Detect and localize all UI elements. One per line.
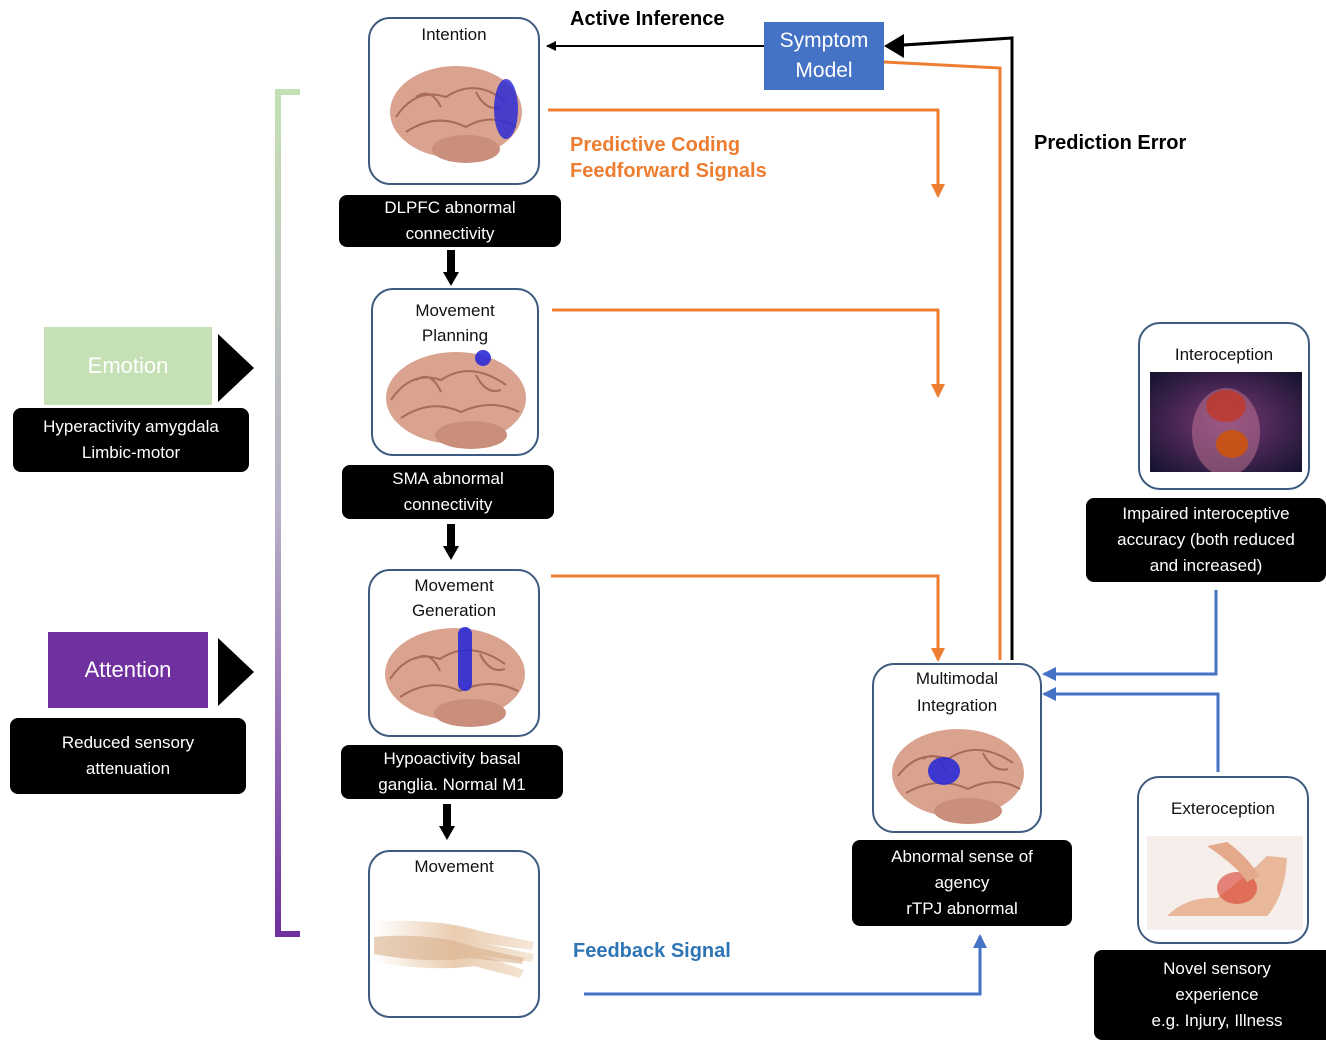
movement-card: Movement: [368, 850, 540, 1018]
integration-title-line1: Multimodal: [915, 669, 999, 688]
integration-caption: Abnormal sense of agency rTPJ abnormal: [852, 840, 1072, 926]
interoception-card: Interoception: [1138, 322, 1310, 490]
brain-icon: [385, 627, 525, 727]
emotion-box: Emotion: [44, 327, 212, 405]
interoception-caption-line1: Impaired interoceptive: [1122, 504, 1290, 523]
bracket: [275, 89, 300, 937]
feedforward-arrow-2: [552, 308, 945, 398]
stage-arrows: [439, 250, 459, 840]
interoception-caption: Impaired interoceptive accuracy (both re…: [1086, 498, 1326, 582]
intention-card: Intention: [368, 17, 540, 185]
symptom-model-box: Symptom Model: [764, 22, 884, 90]
interoception-caption-line2: accuracy (both reduced: [1117, 530, 1295, 549]
exteroception-card: Exteroception: [1137, 776, 1309, 944]
brain-icon: [892, 729, 1024, 824]
interoception-caption-line3: and increased): [1149, 556, 1263, 575]
interoception-arrow: [1042, 590, 1218, 681]
foot-icon: [1147, 836, 1303, 930]
planning-caption-line2: connectivity: [403, 495, 493, 514]
generation-caption-line1: Hypoactivity basal: [383, 749, 521, 768]
planning-title-line1: Movement: [415, 301, 495, 320]
predictive-coding-line2: Feedforward Signals: [570, 160, 767, 182]
feedforward-arrow-3: [551, 574, 945, 662]
prediction-error-arrow: [887, 36, 1014, 660]
generation-title-line1: Movement: [414, 576, 494, 595]
anatomy-icon: [1150, 372, 1302, 472]
attention-caption-line1: Reduced sensory: [61, 733, 195, 752]
generation-title-line2: Generation: [411, 601, 497, 620]
movement-title: Movement: [414, 857, 494, 876]
planning-caption-line1: SMA abnormal: [392, 469, 504, 488]
attention-box: Attention: [48, 632, 208, 708]
orange-model-line: [883, 60, 1002, 660]
symptom-model-line1: Symptom: [779, 29, 869, 52]
intention-caption: DLPFC abnormal connectivity: [339, 195, 561, 247]
planning-caption: SMA abnormal connectivity: [342, 465, 554, 519]
feedback-arrow: [584, 934, 987, 996]
intention-title: Intention: [421, 25, 487, 44]
feedback-signal-label: Feedback Signal: [573, 940, 731, 962]
interoception-title: Interoception: [1174, 345, 1274, 364]
feedforward-arrow-1: [548, 108, 945, 198]
predictive-coding-label: Predictive Coding Feedforward Signals: [570, 132, 767, 184]
predictive-coding-line1: Predictive Coding: [570, 134, 741, 156]
exteroception-caption-line2: experience: [1175, 985, 1259, 1004]
exteroception-title: Exteroception: [1171, 799, 1275, 818]
brain-icon: [390, 66, 522, 163]
attention-triangle: [218, 638, 254, 706]
integration-card: Multimodal Integration: [872, 663, 1042, 833]
exteroception-arrow: [1042, 687, 1220, 772]
generation-card: Movement Generation: [368, 569, 540, 737]
attention-caption-line2: attenuation: [85, 759, 171, 778]
planning-card: Movement Planning: [371, 288, 539, 456]
emotion-caption-line1: Hyperactivity amygdala: [43, 417, 219, 436]
symptom-model-line2: Model: [795, 59, 853, 82]
intention-caption-line1: DLPFC abnormal: [384, 198, 516, 217]
generation-caption: Hypoactivity basal ganglia. Normal M1: [341, 745, 563, 799]
integration-title-line2: Integration: [916, 696, 998, 715]
active-inference-label: Active Inference: [570, 8, 725, 30]
emotion-caption-line2: Limbic-motor: [81, 443, 181, 462]
generation-caption-line2: ganglia. Normal M1: [378, 775, 526, 794]
emotion-caption: Hyperactivity amygdala Limbic-motor: [13, 408, 249, 472]
prediction-error-arrowhead: [884, 34, 904, 58]
integration-caption-line3: rTPJ abnormal: [906, 899, 1018, 918]
hand-icon: [374, 920, 534, 978]
planning-title-line2: Planning: [421, 326, 489, 345]
intention-caption-line2: connectivity: [405, 224, 495, 243]
exteroception-caption-line3: e.g. Injury, Illness: [1151, 1011, 1283, 1030]
integration-caption-line2: agency: [934, 873, 990, 892]
exteroception-caption-line1: Novel sensory: [1163, 959, 1271, 978]
integration-caption-line1: Abnormal sense of: [891, 847, 1033, 866]
attention-caption: Reduced sensory attenuation: [10, 718, 246, 794]
emotion-triangle: [218, 334, 254, 402]
exteroception-caption: Novel sensory experience e.g. Injury, Il…: [1094, 950, 1326, 1040]
brain-icon: [386, 350, 526, 449]
prediction-error-label: Prediction Error: [1034, 132, 1187, 154]
